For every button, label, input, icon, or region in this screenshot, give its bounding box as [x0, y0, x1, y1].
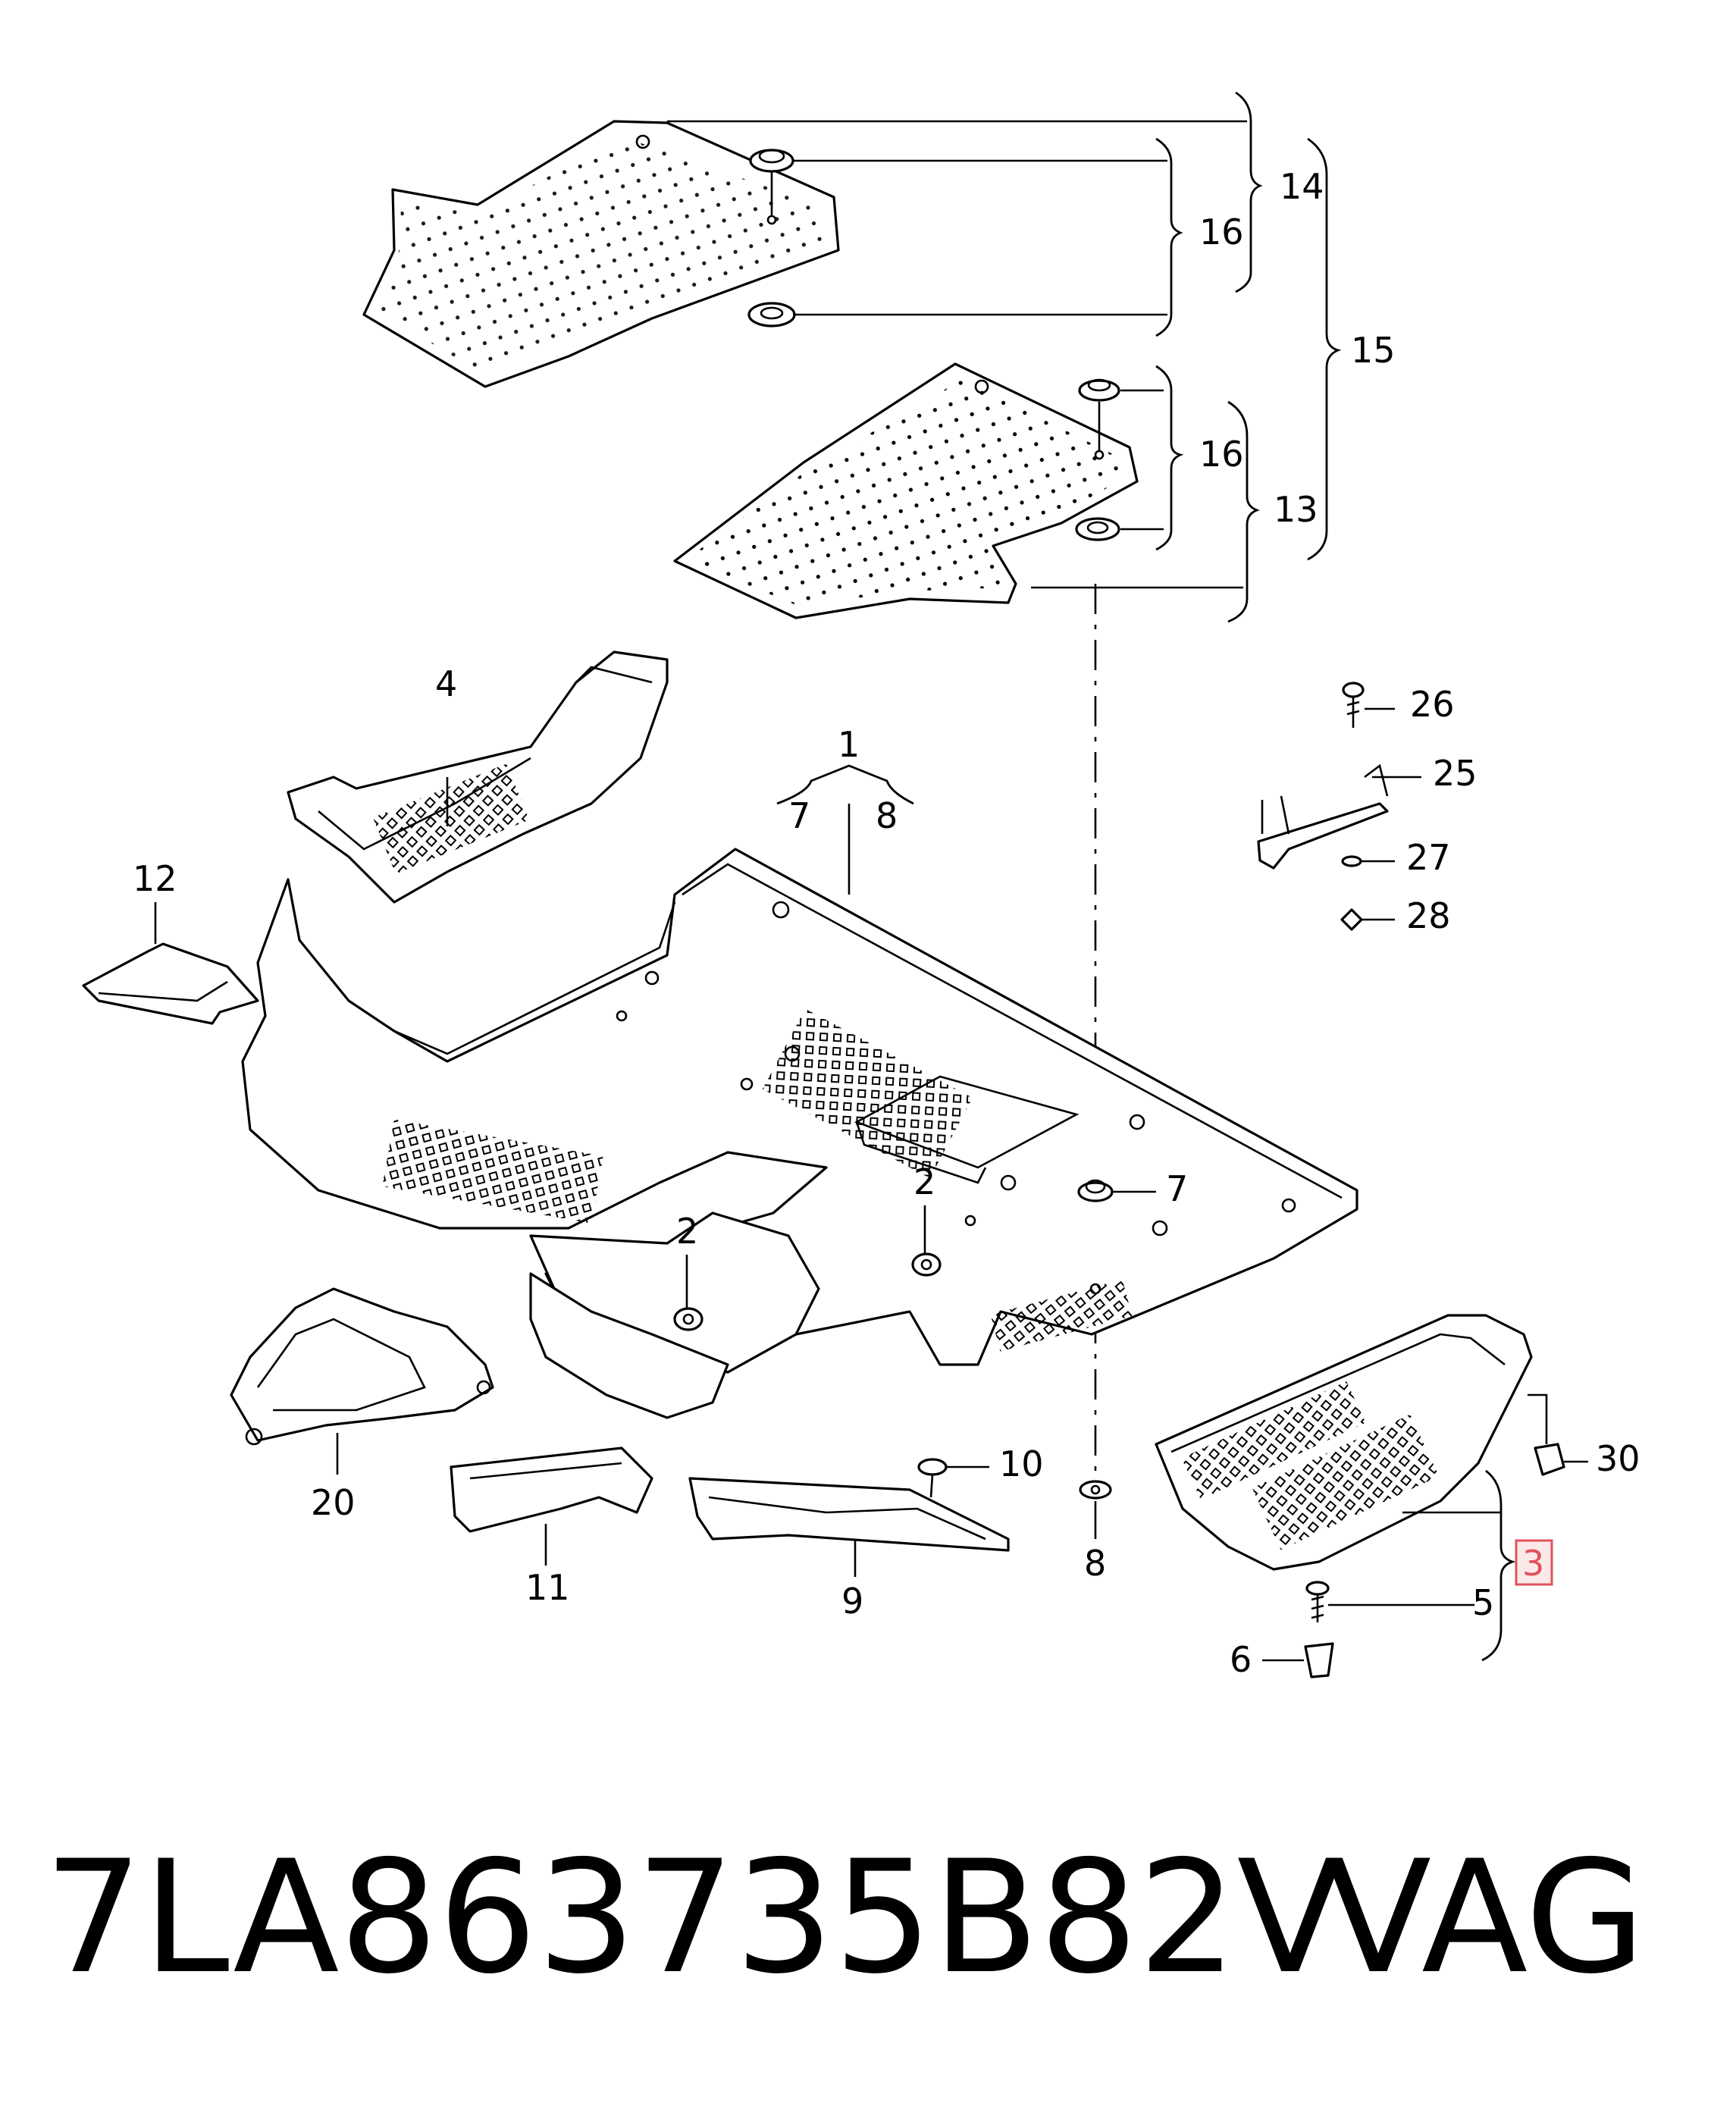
callout-15: 15 — [1351, 330, 1396, 371]
callout-3-highlight-box — [1515, 1539, 1553, 1586]
cover-20 — [230, 1287, 494, 1446]
callout-27: 27 — [1406, 837, 1451, 878]
callout-30: 30 — [1596, 1438, 1640, 1479]
part-number-row: 7LA863735B82V VAG — [44, 1835, 1712, 2001]
callout-5: 5 — [1472, 1582, 1494, 1623]
callout-1: 1 — [838, 724, 860, 765]
callout-8-top: 8 — [876, 795, 898, 836]
callout-labels: 14 16 15 16 13 1 7 8 4 12 26 25 27 28 2 … — [133, 166, 1640, 1680]
callout-16-upper: 16 — [1199, 212, 1244, 252]
floor-mat-front-right — [673, 362, 1139, 619]
callout-3: 3 — [1522, 1543, 1544, 1584]
clip-7-on-floor — [1077, 1179, 1114, 1202]
screw-5 — [1305, 1581, 1330, 1622]
callout-6: 6 — [1230, 1639, 1252, 1680]
mat-fastener-top-2 — [747, 302, 796, 328]
floor-covering-main — [241, 848, 1358, 1419]
mat-fastener-mid-1 — [1078, 378, 1120, 460]
nut-28 — [1340, 908, 1363, 931]
callout-20: 20 — [311, 1482, 356, 1523]
mat-fastener-mid-2 — [1075, 517, 1120, 541]
callout-10: 10 — [999, 1443, 1044, 1484]
group-brackets — [776, 91, 1516, 1662]
callout-8-bottom: 8 — [1084, 1543, 1106, 1584]
part-number-code: 7LA863735B82V — [44, 1828, 1343, 2008]
part-number-brand: VAG — [1325, 1828, 1646, 2008]
callout-4: 4 — [435, 663, 457, 704]
insulation-piece-9 — [688, 1477, 1010, 1552]
callout-2-left: 2 — [676, 1211, 698, 1252]
clip-8-bottom — [1079, 1480, 1112, 1500]
storage-tray-4 — [287, 650, 669, 904]
callout-14: 14 — [1280, 166, 1324, 207]
callout-25: 25 — [1433, 753, 1477, 794]
callout-26: 26 — [1410, 684, 1455, 725]
callout-7-top: 7 — [788, 795, 810, 836]
insulation-piece-11 — [450, 1447, 653, 1533]
plug-6 — [1304, 1642, 1334, 1678]
clip-10 — [917, 1458, 948, 1498]
callout-12: 12 — [133, 858, 177, 899]
callout-2-right: 2 — [913, 1161, 935, 1202]
screw-26 — [1342, 682, 1365, 728]
storage-tray-3 — [1155, 1314, 1533, 1571]
callout-16-lower: 16 — [1199, 434, 1244, 475]
washer-27 — [1341, 855, 1362, 867]
clip-30 — [1534, 1443, 1565, 1476]
trim-panel-12 — [82, 942, 259, 1025]
grommet-2-right — [911, 1252, 942, 1277]
callout-28: 28 — [1406, 895, 1451, 936]
callout-13: 13 — [1274, 489, 1318, 530]
callout-7-bottom: 7 — [1166, 1168, 1188, 1209]
callout-11: 11 — [525, 1567, 570, 1608]
bracket-25 — [1257, 763, 1389, 870]
callout-9: 9 — [841, 1581, 863, 1622]
floor-mat-front-left — [362, 120, 840, 388]
leader-lines — [154, 120, 1588, 1662]
grommet-2-left — [673, 1307, 703, 1331]
